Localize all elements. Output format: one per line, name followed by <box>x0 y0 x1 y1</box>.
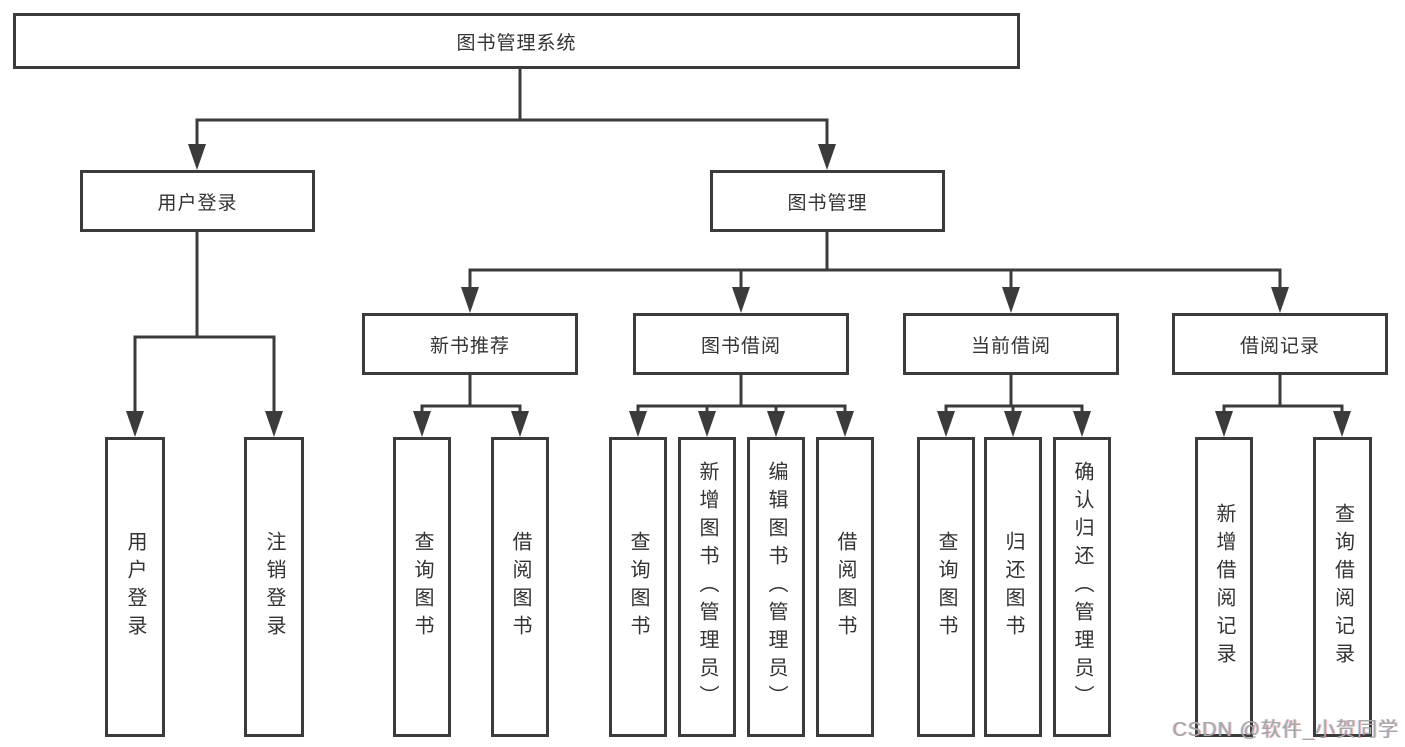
arrowhead-nb-borrow <box>511 411 529 437</box>
arrowhead-cb-query <box>937 411 955 437</box>
arrowhead-bb-add <box>698 411 716 437</box>
connector-current-borrow <box>944 375 1084 413</box>
node-label: 查询借阅记录 <box>1331 503 1354 671</box>
arrowhead-user-login <box>188 144 206 170</box>
node-cb-confirm-return-admin: 确认归还（管理员） <box>1053 437 1111 737</box>
arrowhead-bb-edit <box>767 411 785 437</box>
node-user-login: 用户登录 <box>80 170 315 232</box>
node-label: 图书管理 <box>787 192 868 214</box>
arrowhead-br-query <box>1333 411 1351 437</box>
node-label: 用户登录 <box>157 192 238 214</box>
node-label: 借阅图书 <box>509 531 531 643</box>
node-br-add-record: 新增借阅记录 <box>1195 437 1253 737</box>
node-label: 注销登录 <box>263 531 285 643</box>
connector-borrow-records <box>1222 375 1344 413</box>
node-label: 新增图书（管理员） <box>696 461 718 713</box>
node-new-book-recommendation: 新书推荐 <box>362 313 578 375</box>
arrowhead-br-add <box>1215 411 1233 437</box>
node-cb-query-books: 查询图书 <box>917 437 975 737</box>
node-label: 查询图书 <box>935 531 957 643</box>
node-book-management: 图书管理 <box>710 170 945 232</box>
node-current-borrowing: 当前借阅 <box>903 313 1119 375</box>
node-ul-logout: 注销登录 <box>244 437 304 737</box>
node-nb-borrow-books: 借阅图书 <box>491 437 549 737</box>
node-label: 查询图书 <box>627 531 649 643</box>
node-ul-user-login: 用户登录 <box>105 437 165 737</box>
node-label: 新增借阅记录 <box>1213 503 1235 671</box>
arrowhead-cb-confirm <box>1073 411 1091 437</box>
watermark: CSDN @软件_小贺同学 <box>1172 719 1399 741</box>
arrowhead-cb-return <box>1004 411 1022 437</box>
connector-new-book-rec <box>420 375 522 413</box>
arrowhead-ul-login <box>126 411 144 437</box>
arrowhead-ul-logout <box>265 411 283 437</box>
node-nb-query-books: 查询图书 <box>393 437 451 737</box>
node-label: 借阅记录 <box>1239 335 1320 357</box>
node-label: 当前借阅 <box>970 335 1051 357</box>
node-cb-return-books: 归还图书 <box>984 437 1042 737</box>
arrowhead-book-mgmt <box>818 144 836 170</box>
arrowhead-current-borrow <box>1002 287 1020 313</box>
node-label: 归还图书 <box>1002 531 1024 643</box>
node-br-query-record: 查询借阅记录 <box>1313 437 1372 737</box>
arrowhead-new-book-rec <box>461 287 479 313</box>
arrowhead-nb-query <box>413 411 431 437</box>
node-label: 图书管理系统 <box>456 32 577 54</box>
node-bb-add-books-admin: 新增图书（管理员） <box>678 437 736 737</box>
arrowhead-book-borrow <box>732 287 750 313</box>
node-label: 用户登录 <box>124 531 146 643</box>
arrowhead-bb-query <box>629 411 647 437</box>
node-label: 新书推荐 <box>429 335 510 357</box>
node-bb-borrow-books: 借阅图书 <box>816 437 874 737</box>
node-label: 编辑图书（管理员） <box>765 461 787 713</box>
node-bb-edit-books-admin: 编辑图书（管理员） <box>747 437 805 737</box>
node-label: 借阅图书 <box>834 531 856 643</box>
arrowhead-bb-borrow <box>836 411 854 437</box>
connector-user-login <box>133 232 276 413</box>
connector-book-borrow <box>636 375 847 413</box>
connector-book-mgmt <box>468 232 1282 289</box>
arrowhead-borrow-records <box>1271 287 1289 313</box>
node-library-management-system: 图书管理系统 <box>13 13 1020 69</box>
node-book-borrowing: 图书借阅 <box>633 313 849 375</box>
node-label: 图书借阅 <box>700 335 781 357</box>
node-label: 查询图书 <box>411 531 433 643</box>
node-bb-query-books: 查询图书 <box>609 437 667 737</box>
node-label: 确认归还（管理员） <box>1071 461 1093 713</box>
connector-root <box>195 69 829 146</box>
node-borrowing-records: 借阅记录 <box>1172 313 1388 375</box>
